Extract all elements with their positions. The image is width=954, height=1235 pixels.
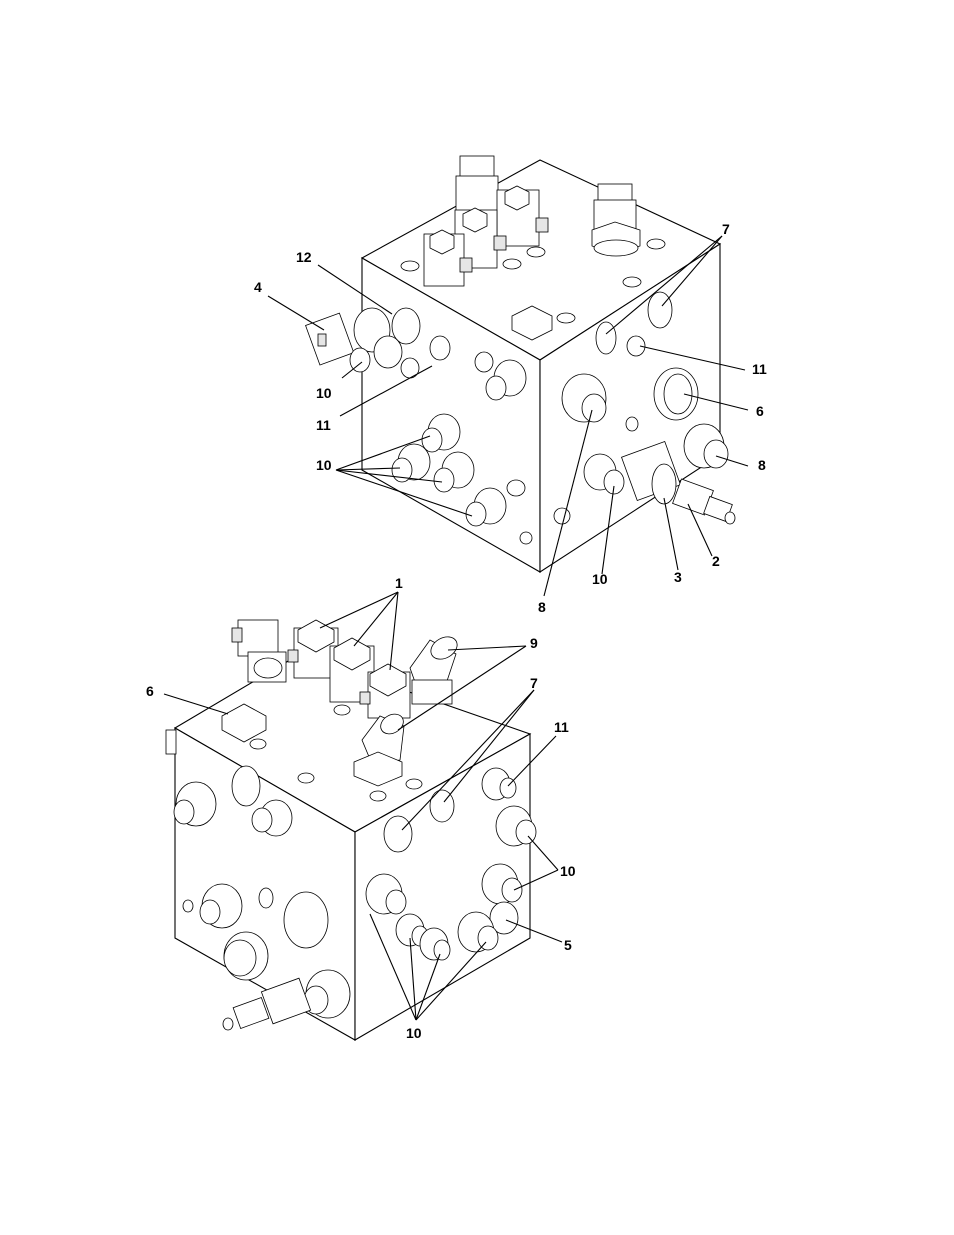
callout-3-upper: 3 [674, 569, 682, 585]
callout-8-upper-bottom: 8 [538, 599, 546, 615]
callout-11-upper-right: 11 [752, 361, 767, 377]
callout-8-upper-right: 8 [758, 457, 766, 473]
callout-10-upper-left: 10 [316, 385, 332, 401]
callout-5-lower: 5 [564, 937, 572, 953]
callout-1-lower: 1 [395, 575, 403, 591]
callout-7-upper: 7 [722, 221, 730, 237]
callout-2-upper: 2 [712, 553, 720, 569]
callout-11-lower: 11 [554, 719, 569, 735]
callout-11-upper-left: 11 [316, 417, 331, 433]
upper-relief-valve-top [592, 184, 640, 256]
callout-7-lower: 7 [530, 675, 538, 691]
callout-6-lower: 6 [146, 683, 154, 699]
callout-9-lower: 9 [530, 635, 538, 651]
lower-valve-block: 1 9 6 7 11 10 5 10 [146, 575, 576, 1041]
callout-12-upper: 12 [296, 249, 312, 265]
upper-valve-block: 12 4 10 11 10 7 11 6 8 2 3 10 8 [254, 156, 767, 615]
callout-10-lower-right: 10 [560, 863, 576, 879]
callout-10-lower-group: 10 [406, 1025, 422, 1041]
callout-10-upper-bottom: 10 [592, 571, 608, 587]
callout-6-upper: 6 [756, 403, 764, 419]
callout-4-upper: 4 [254, 279, 262, 295]
callout-10-upper-group: 10 [316, 457, 332, 473]
